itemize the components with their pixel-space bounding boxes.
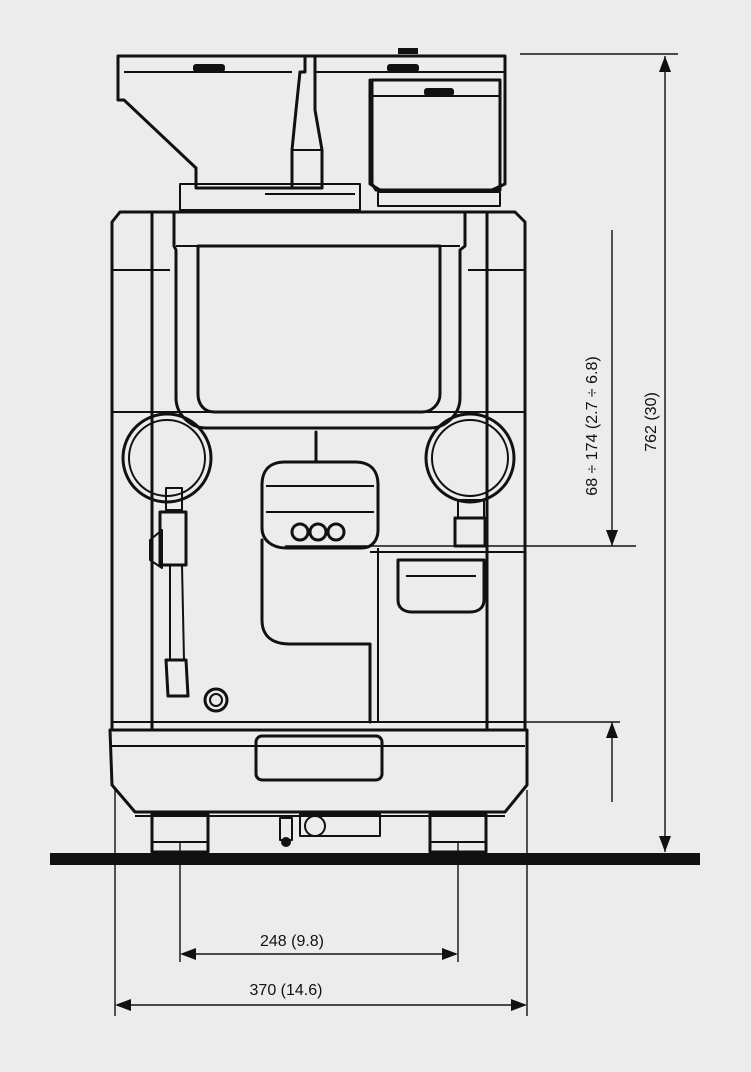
machine-body: [110, 210, 527, 732]
bean-hopper-left: [116, 54, 361, 211]
feet: [150, 812, 488, 854]
drip-tray-base: [108, 728, 529, 817]
label-height-total: 762 (30): [643, 392, 660, 452]
dimension-width-total: [114, 790, 528, 1016]
dimension-height-range: [285, 230, 636, 802]
dimension-width-feet: [179, 842, 459, 962]
floor-line: [50, 853, 700, 865]
steam-wand-left: [121, 412, 213, 698]
label-width-total: 370 (14.6): [250, 982, 323, 999]
dimension-height-total: [520, 53, 678, 852]
touch-display: [172, 210, 467, 430]
side-container: [396, 558, 486, 614]
coffee-outlet: [203, 430, 380, 724]
bean-hopper-right: [313, 48, 507, 207]
steam-wand-right: [424, 412, 516, 548]
label-height-range: 68 ÷ 174 (2.7 ÷ 6.8): [584, 356, 601, 495]
label-width-feet: 248 (9.8): [260, 933, 324, 950]
